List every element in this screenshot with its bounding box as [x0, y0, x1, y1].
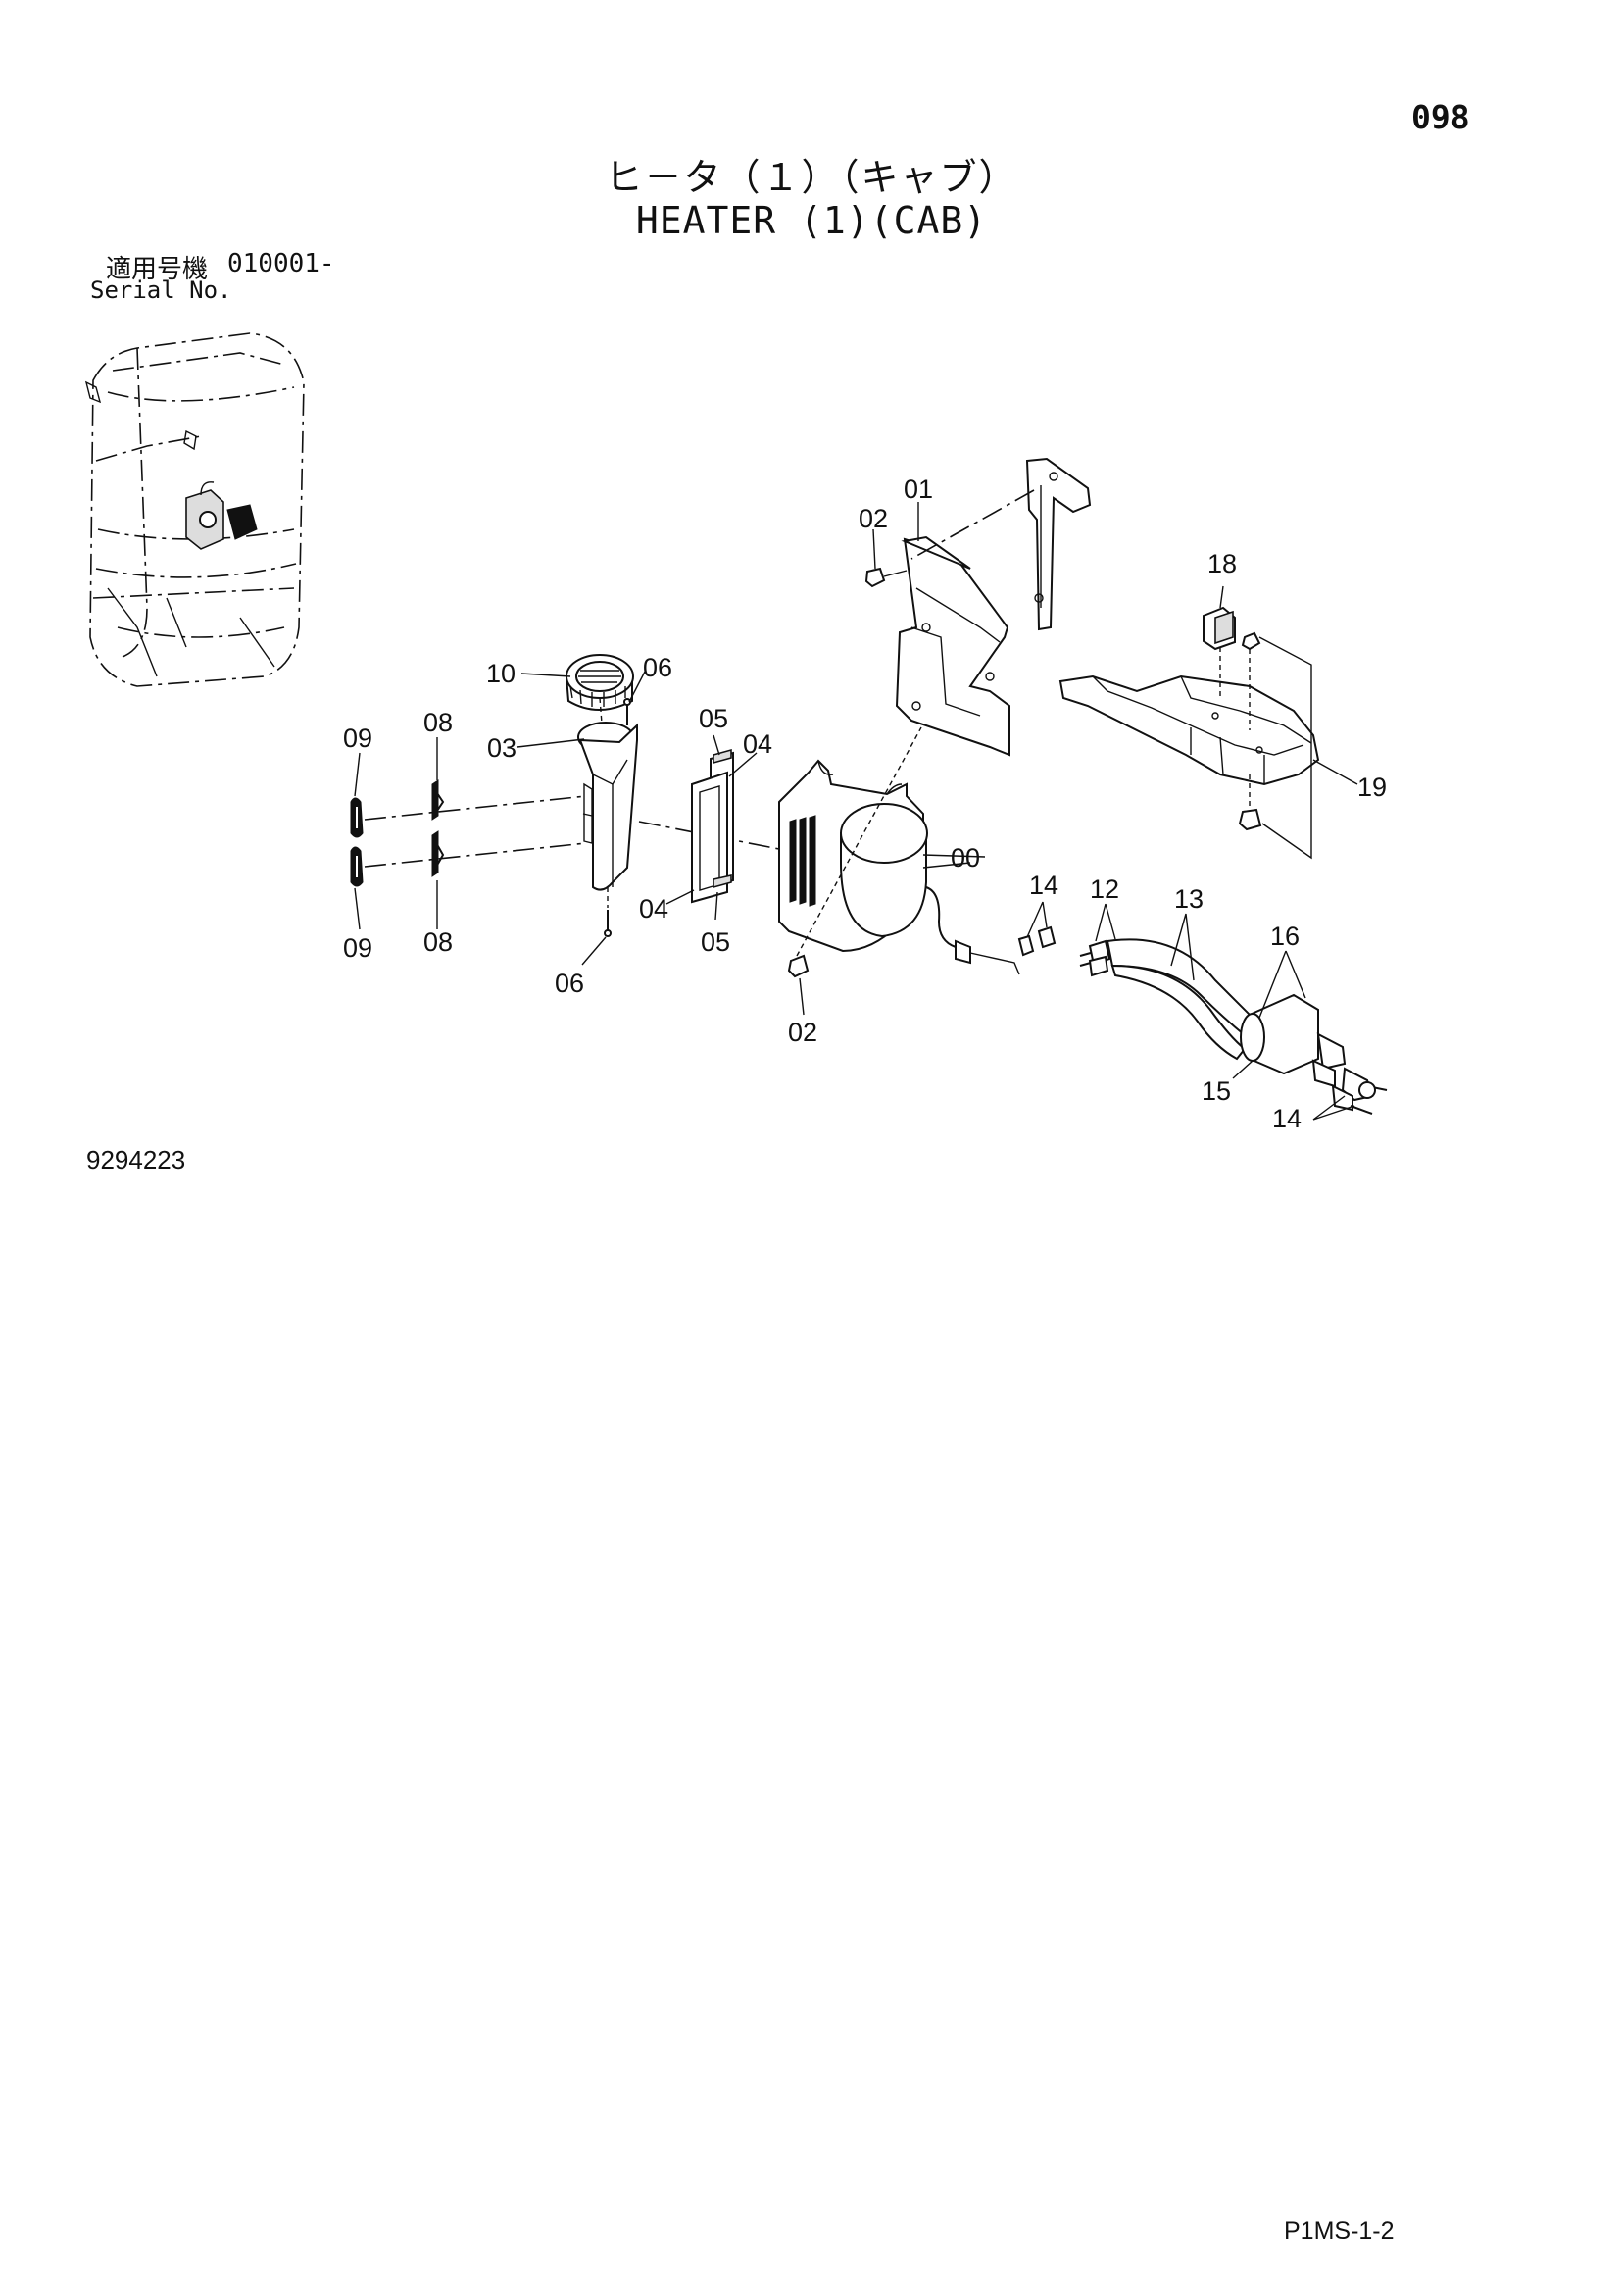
callout-05-lower: 05 [701, 927, 730, 957]
callout-05-upper: 05 [699, 704, 728, 733]
callout-10: 10 [486, 659, 516, 688]
callout-00: 00 [951, 843, 980, 873]
callout-09-upper: 09 [343, 724, 372, 753]
footer-code: P1MS-1-2 [1284, 2218, 1395, 2245]
serial-number-value: 010001- [227, 249, 335, 278]
callout-14-lower: 14 [1272, 1104, 1302, 1133]
cab-location-sketch [84, 332, 305, 687]
callout-16: 16 [1270, 922, 1300, 951]
part-01-bracket [895, 535, 1010, 757]
page-title-english: HEATER (1)(CAB) [635, 199, 988, 242]
callout-19: 19 [1357, 773, 1387, 802]
leader-lines [354, 502, 1358, 1121]
callout-labels: 00 01 02 02 03 04 04 05 05 06 06 08 08 0… [343, 474, 1387, 1133]
part-05-04-filter [691, 748, 734, 904]
callout-14-upper: 14 [1029, 871, 1058, 900]
callout-08-lower: 08 [423, 927, 453, 957]
part-06-screws [604, 698, 631, 937]
serial-label-english: Serial No. [90, 276, 232, 304]
page-title-japanese: ヒ－タ（１）（キャブ） [605, 156, 1018, 199]
callout-06-lower: 06 [555, 969, 584, 998]
callout-15: 15 [1202, 1076, 1231, 1106]
callout-09-lower: 09 [343, 933, 372, 963]
callout-01: 01 [904, 474, 933, 504]
callout-02-upper: 02 [859, 504, 888, 533]
part-03-duct [577, 697, 638, 891]
part-hoses-clamps [1017, 925, 1388, 1115]
callout-04-lower: 04 [639, 894, 668, 923]
part-00-heater-unit [778, 759, 1020, 975]
callout-02-lower: 02 [788, 1018, 817, 1047]
serial-label-japanese: 適用号機 [106, 255, 209, 284]
page-number: 098 [1411, 98, 1470, 136]
drawing-number: 9294223 [86, 1145, 186, 1174]
callout-13: 13 [1174, 884, 1204, 914]
part-18-19-switch-panel [1058, 606, 1320, 860]
callout-03: 03 [487, 733, 516, 763]
callout-08-upper: 08 [423, 708, 453, 737]
part-02-nuts [787, 567, 922, 978]
callout-18: 18 [1207, 549, 1237, 578]
mounting-strap [910, 457, 1092, 631]
callout-04-upper: 04 [743, 729, 772, 759]
callout-12: 12 [1090, 874, 1119, 904]
part-09-knobs [350, 797, 364, 887]
part-10-louver [565, 654, 634, 711]
part-08-levers [431, 779, 445, 877]
callout-06-upper: 06 [643, 653, 672, 682]
